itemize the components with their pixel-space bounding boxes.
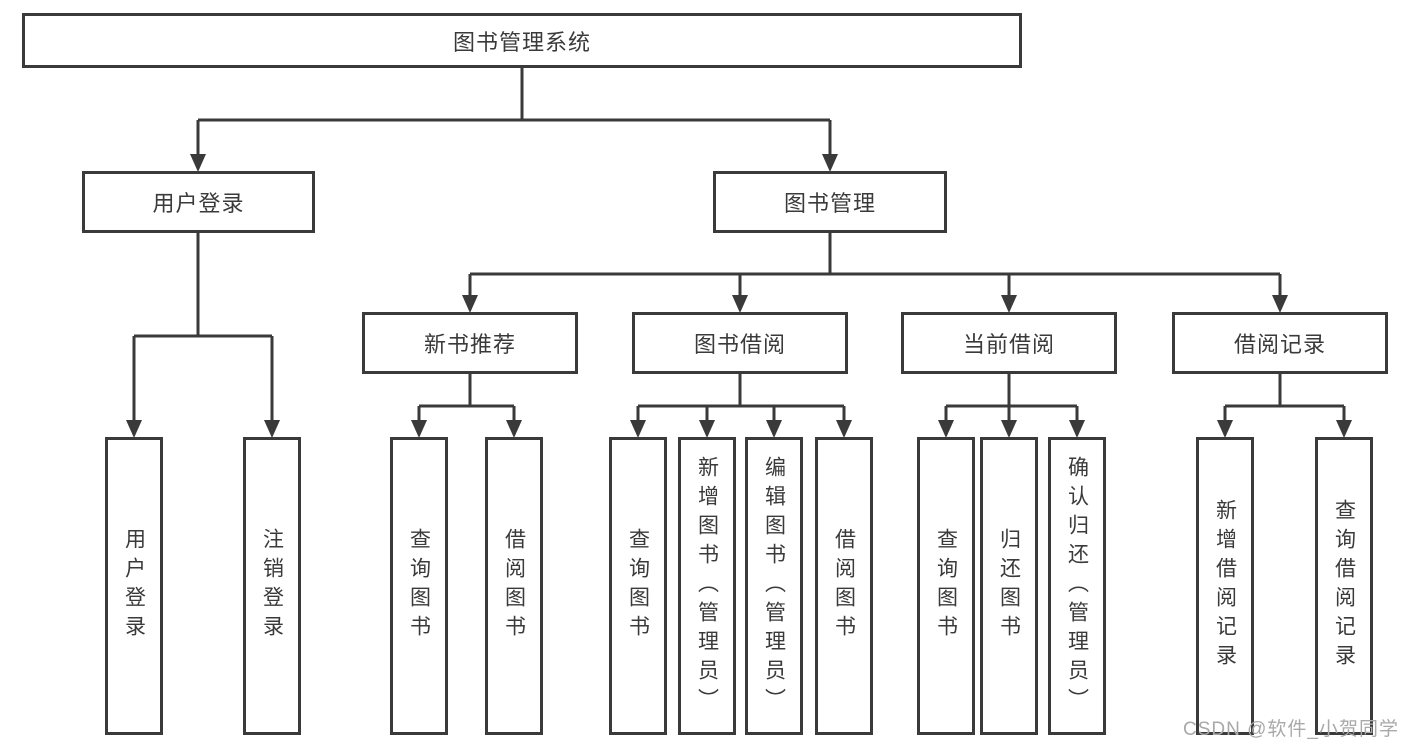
node-label: 用户登录: [122, 528, 146, 644]
arrow-down-icon: [1336, 420, 1352, 438]
connector-records-leaves: [1223, 374, 1346, 422]
leaf-query-books-borrow: 查询图书: [609, 437, 667, 735]
leaf-logout: 注销登录: [243, 437, 301, 735]
arrow-down-icon: [822, 154, 838, 172]
leaf-borrow-books-recommend: 借阅图书: [485, 437, 543, 735]
leaf-borrow-books: 借阅图书: [815, 437, 873, 735]
node-borrowing-records: 借阅记录: [1172, 312, 1388, 374]
node-label: 新增借阅记录: [1213, 499, 1237, 673]
node-label: 当前借阅: [962, 332, 1055, 357]
node-current-borrowing: 当前借阅: [901, 312, 1117, 374]
node-label: 借阅记录: [1233, 332, 1326, 357]
node-label: 确认归还（管理员）: [1065, 455, 1089, 717]
arrow-down-icon: [1001, 420, 1017, 438]
connector-recommend-leaves: [417, 374, 516, 422]
arrow-down-icon: [732, 295, 748, 313]
node-label: 查询图书: [934, 528, 958, 644]
connector-current-leaves: [944, 374, 1079, 422]
leaf-add-books-admin: 新增图书（管理员）: [678, 437, 736, 735]
connector-borrow-leaves: [636, 374, 846, 422]
node-label: 用户登录: [152, 191, 245, 216]
arrow-down-icon: [938, 420, 954, 438]
node-book-management: 图书管理: [713, 171, 947, 233]
arrow-down-icon: [1001, 295, 1017, 313]
node-label: 借阅图书: [502, 528, 526, 644]
arrow-down-icon: [1217, 420, 1233, 438]
node-label: 图书借阅: [693, 332, 786, 357]
arrow-down-icon: [462, 295, 478, 313]
arrow-down-icon: [190, 154, 206, 172]
node-label: 图书管理系统: [452, 29, 591, 55]
leaf-query-books-recommend: 查询图书: [390, 437, 448, 735]
leaf-user-login: 用户登录: [105, 437, 163, 735]
arrow-down-icon: [264, 420, 280, 438]
arrow-down-icon: [699, 420, 715, 438]
arrow-down-icon: [506, 420, 522, 438]
node-label: 查询图书: [407, 528, 431, 644]
connector-root-level1: [196, 68, 832, 156]
node-user-login: 用户登录: [82, 171, 315, 233]
node-label: 借阅图书: [832, 528, 856, 644]
node-label: 编辑图书（管理员）: [762, 455, 786, 717]
connector-mgmt-level2: [468, 233, 1282, 297]
node-label: 归还图书: [997, 528, 1021, 644]
node-label: 图书管理: [783, 191, 876, 216]
leaf-edit-books-admin: 编辑图书（管理员）: [745, 437, 803, 735]
node-label: 注销登录: [260, 528, 284, 644]
node-new-book-recommendation: 新书推荐: [362, 312, 578, 374]
arrow-down-icon: [1272, 295, 1288, 313]
node-library-management-system: 图书管理系统: [22, 13, 1022, 68]
leaf-query-books-current: 查询图书: [917, 437, 975, 735]
arrow-down-icon: [630, 420, 646, 438]
arrow-down-icon: [1069, 420, 1085, 438]
arrow-down-icon: [411, 420, 427, 438]
leaf-return-books: 归还图书: [980, 437, 1038, 735]
csdn-watermark: CSDN @软件_小贺同学: [1183, 719, 1399, 740]
node-label: 查询借阅记录: [1332, 499, 1356, 673]
node-label: 新书推荐: [423, 332, 516, 357]
arrow-down-icon: [836, 420, 852, 438]
arrow-down-icon: [126, 420, 142, 438]
node-book-borrowing: 图书借阅: [632, 312, 848, 374]
arrow-down-icon: [766, 420, 782, 438]
leaf-confirm-return-admin: 确认归还（管理员）: [1048, 437, 1106, 735]
node-label: 新增图书（管理员）: [695, 455, 719, 717]
node-label: 查询图书: [626, 528, 650, 644]
leaf-query-borrow-record: 查询借阅记录: [1315, 437, 1373, 735]
leaf-add-borrow-record: 新增借阅记录: [1196, 437, 1254, 735]
connector-login-leaves: [132, 233, 274, 422]
